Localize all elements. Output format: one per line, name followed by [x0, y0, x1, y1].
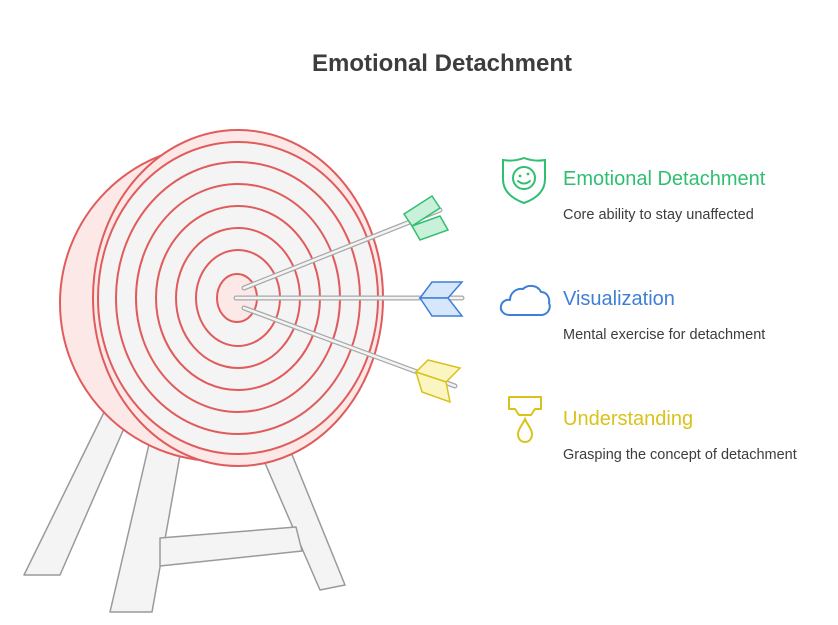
arrow-blue: [233, 281, 465, 317]
item-title: Visualization: [563, 288, 675, 310]
stand-crossbar: [159, 526, 303, 567]
arrow-green: [241, 194, 450, 291]
item-title: Understanding: [563, 408, 694, 430]
item-description: Core ability to stay unaffected: [563, 207, 754, 223]
shield-smile-icon: [502, 156, 546, 205]
page-title: Emotional Detachment: [311, 50, 573, 77]
cloud-icon: [499, 284, 551, 316]
arrow-yellow: [241, 305, 462, 404]
item-description: Grasping the concept of detachment: [563, 447, 797, 463]
stand-left-leg: [23, 399, 133, 576]
item-description: Mental exercise for detachment: [563, 327, 766, 343]
item-title: Emotional Detachment: [563, 168, 766, 190]
target-stand: [23, 399, 346, 613]
lamp-drop-icon: [508, 396, 542, 444]
stand-front-leg: [109, 439, 181, 613]
